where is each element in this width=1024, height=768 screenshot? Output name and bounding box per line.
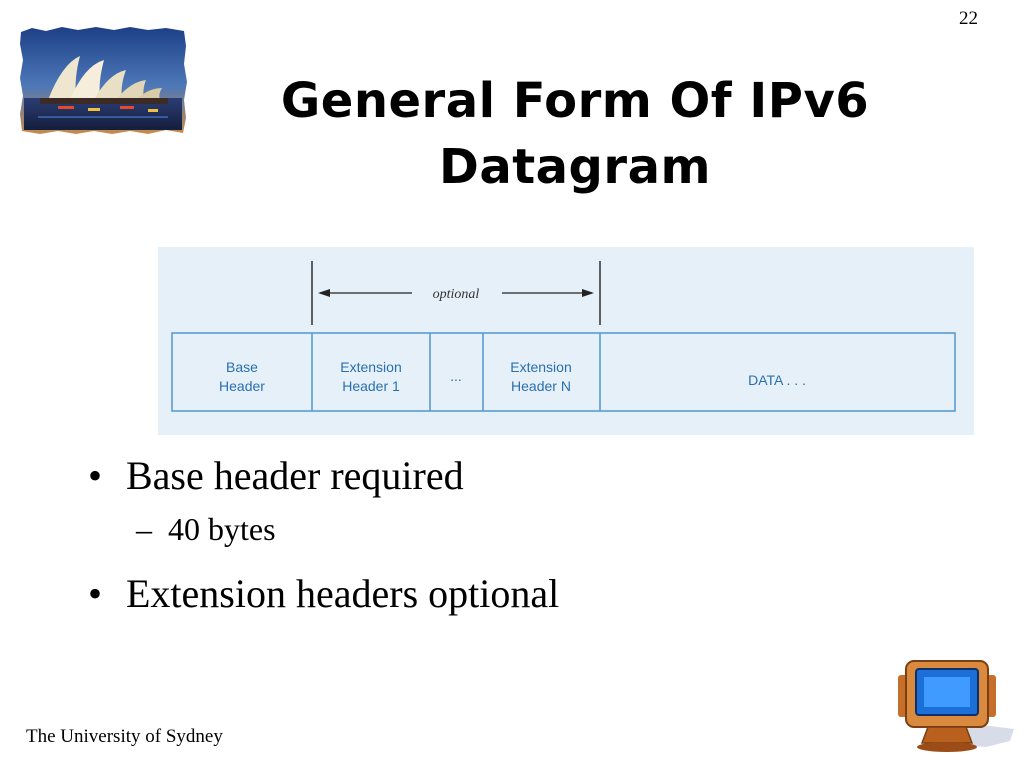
- slide-title: General Form Of IPv6 Datagram: [210, 68, 940, 200]
- cell-base-header-line-1: Base: [226, 359, 258, 375]
- optional-right-arrow-head: [582, 289, 594, 297]
- sydney-opera-house-logo-icon: [18, 26, 188, 136]
- computer-monitor-icon: [890, 655, 1020, 755]
- optional-left-arrow-head: [318, 289, 330, 297]
- optional-label: optional: [433, 287, 480, 302]
- datagram-outline: [171, 332, 956, 412]
- bullet-base-header: Base header required: [88, 448, 968, 504]
- cell-extension-header-n-line-1: Extension: [510, 359, 571, 375]
- bullet-list: Base header required 40 bytes Extension …: [88, 448, 968, 622]
- bullet-extension-headers: Extension headers optional: [88, 566, 968, 622]
- cell-extension-header-n-line-2: Header N: [511, 378, 571, 394]
- ipv6-datagram-diagram: optional Base Header Extension Header 1 …: [158, 247, 974, 435]
- cell-extension-header-1-line-1: Extension: [340, 359, 401, 375]
- sub-bullet-40-bytes: 40 bytes: [88, 504, 968, 554]
- cell-ellipsis: ...: [450, 368, 462, 384]
- cell-extension-header-1-line-2: Header 1: [342, 378, 400, 394]
- cell-data: DATA . . .: [748, 372, 806, 388]
- page-number: 22: [959, 8, 978, 29]
- footer-university: The University of Sydney: [26, 726, 223, 747]
- slide-title-line-2: Datagram: [438, 139, 711, 195]
- cell-base-header-line-2: Header: [219, 378, 265, 394]
- slide-title-line-1: General Form Of IPv6: [280, 73, 870, 129]
